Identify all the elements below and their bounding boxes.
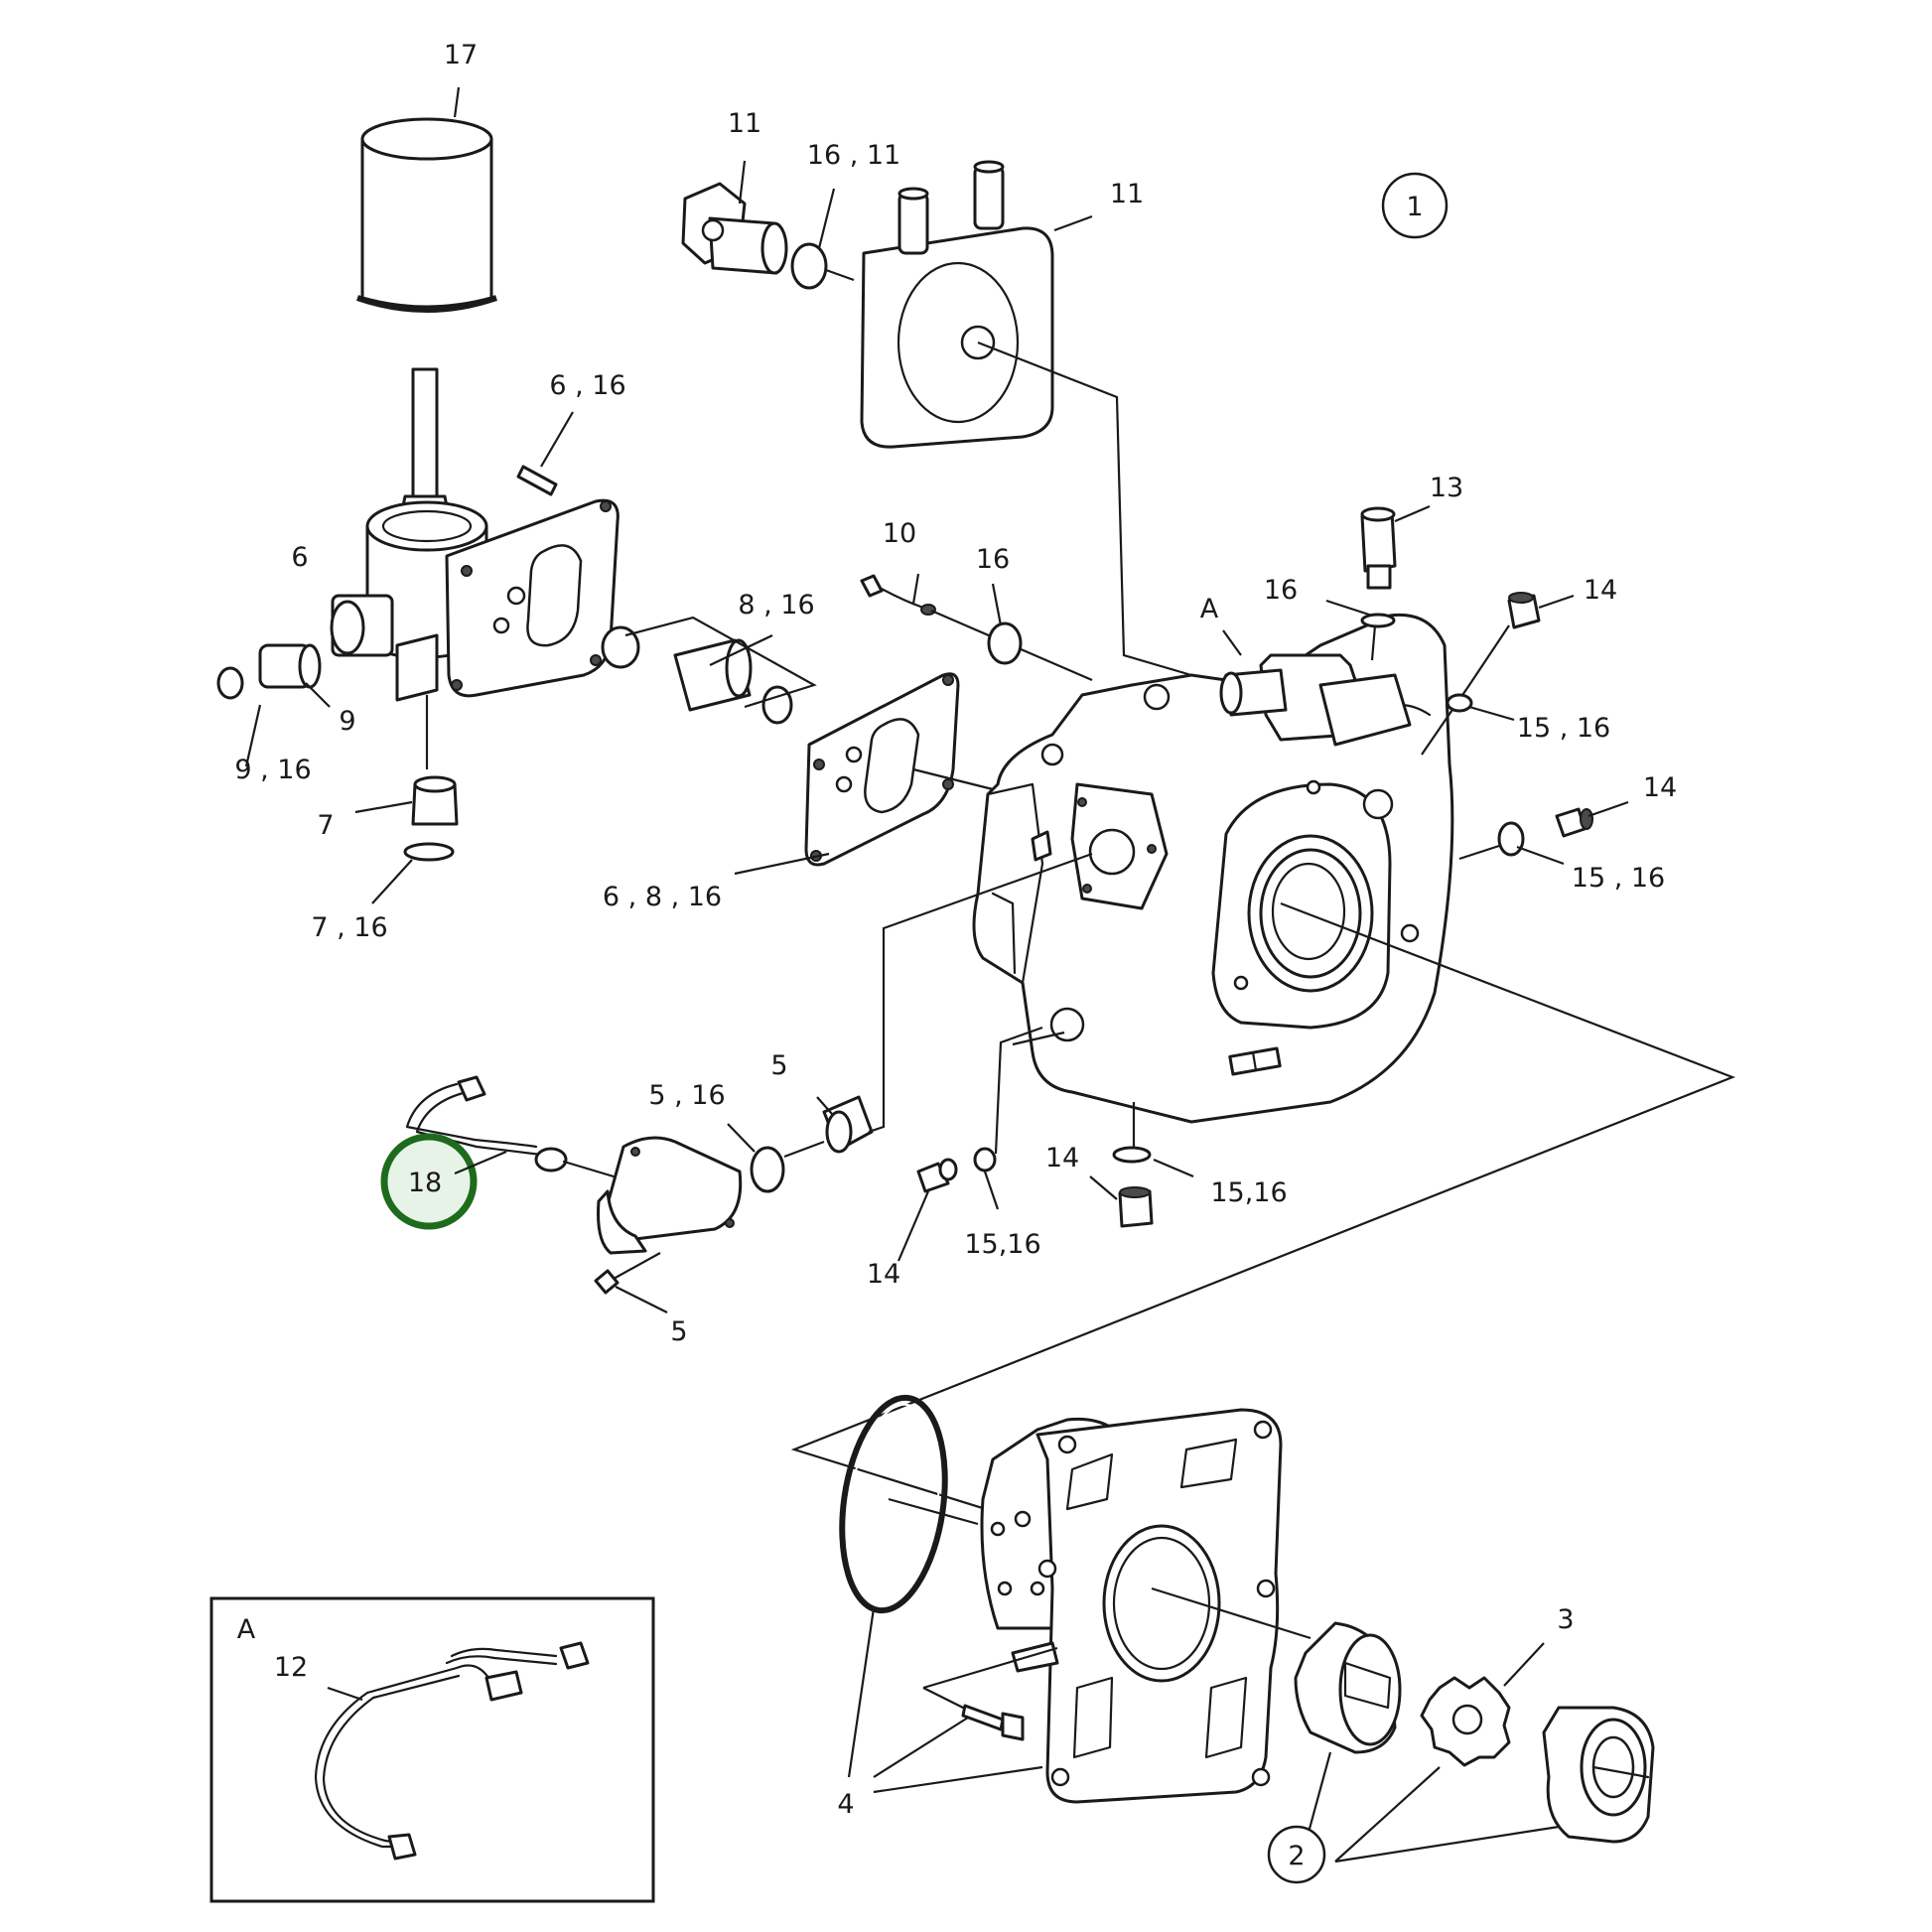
bell-housing-flange: [922, 1408, 1311, 1804]
parts-8: [601, 616, 817, 725]
callout-15-16-top: 15 , 16: [1517, 713, 1610, 744]
callout-13: 13: [1430, 473, 1463, 503]
callout-11: 11: [728, 108, 761, 139]
inset-detail-A: [209, 1596, 655, 1903]
plugs-14-lower: [897, 1026, 1194, 1262]
callout-A-inset: A: [237, 1614, 256, 1645]
gasket-plate-6-16: [445, 411, 620, 698]
callout-circle-2: 2: [1267, 1825, 1326, 1884]
plug-14-right: [1458, 800, 1629, 866]
callout-15-16-lower-right: 15,16: [1210, 1177, 1287, 1208]
callout-15-16-lower-left: 15,16: [964, 1229, 1040, 1260]
sensor-10: [860, 573, 1093, 682]
adapter-11: [681, 160, 855, 290]
gasket-plate-6-8-16: [734, 672, 994, 876]
callout-14-lower-right: 14: [1045, 1143, 1079, 1173]
parts-9: [216, 643, 331, 767]
parts-5: [594, 852, 1093, 1313]
callout-10: 10: [883, 518, 916, 549]
callout-6-16: 6 , 16: [549, 370, 625, 401]
parts-7: [354, 775, 459, 904]
callout-5-16: 5 , 16: [648, 1080, 725, 1111]
callout-labels: 17 11 16 , 11 11 1 6 , 16 6 9 9 , 16 7 7…: [234, 40, 1677, 1820]
coupling-2-3: [1294, 1621, 1655, 1863]
filter-17: [356, 86, 497, 313]
callout-6-8-16: 6 , 8 , 16: [603, 882, 722, 912]
figure-number-circle: [1381, 172, 1449, 239]
callout-14-right: 14: [1643, 772, 1677, 803]
callout-3: 3: [1557, 1604, 1574, 1635]
callout-1: 1: [1406, 192, 1423, 222]
valve-block-A: [1219, 629, 1412, 747]
assembly-leader-lines: [790, 901, 1736, 1521]
callout-7: 7: [317, 810, 334, 841]
callout-16-fitting: 16: [1264, 575, 1298, 606]
callout-14-lower-left: 14: [867, 1259, 900, 1290]
oring-4: [839, 1394, 979, 1614]
callout-4: 4: [837, 1789, 854, 1820]
callout-12: 12: [274, 1652, 308, 1683]
bolt-4: [847, 1607, 1043, 1794]
callout-6: 6: [291, 542, 308, 573]
callout-11-cooler: 11: [1110, 179, 1144, 209]
callout-9: 9: [339, 706, 355, 737]
callout-18: 18: [408, 1168, 442, 1198]
callout-9-16: 9 , 16: [234, 755, 311, 785]
callout-16-sensor: 16: [976, 544, 1010, 575]
callout-16-11: 16 , 11: [807, 140, 900, 171]
callout-8-16: 8 , 16: [738, 590, 814, 621]
callout-14-top: 14: [1584, 575, 1617, 606]
callout-17: 17: [444, 40, 478, 70]
plug-14-top: [1421, 592, 1575, 756]
fitting-13: [1325, 504, 1431, 661]
callout-5-bolt: 5: [670, 1316, 687, 1347]
highlighted-callout-18[interactable]: 18: [380, 1133, 507, 1230]
callout-15-16-right: 15 , 16: [1572, 863, 1665, 894]
callout-2: 2: [1288, 1841, 1305, 1871]
pump-housing: [972, 613, 1454, 1124]
oil-cooler-11: [860, 160, 1192, 677]
callout-5-bushing: 5: [770, 1050, 787, 1081]
callout-A: A: [1200, 594, 1219, 624]
callout-7-16: 7 , 16: [311, 912, 387, 943]
